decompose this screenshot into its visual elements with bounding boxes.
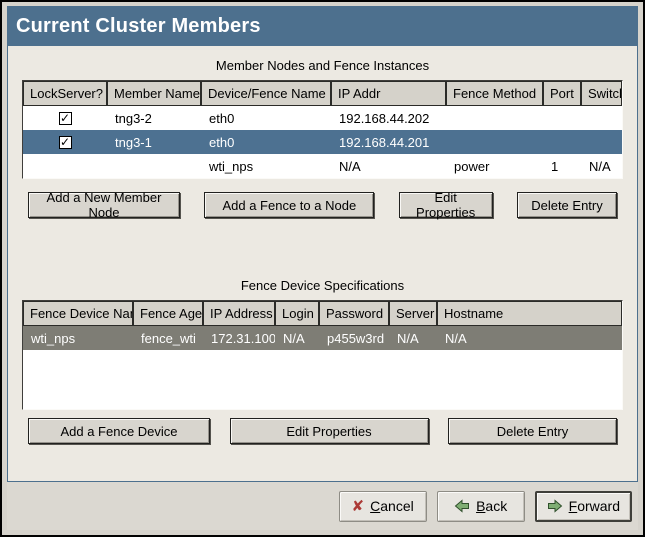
cell-password: p455w3rd	[327, 330, 385, 346]
fence-table-caption: Fence Device Specifications	[240, 278, 405, 293]
cell-hostname: N/A	[445, 330, 467, 346]
cell-fence-agent: fence_wti	[141, 330, 196, 346]
column-header-device-fence-name[interactable]: Device/Fence Name	[201, 81, 331, 106]
cell-ip-addr: 192.168.44.201	[339, 134, 430, 150]
add-fence-device-button[interactable]: Add a Fence Device	[28, 418, 210, 444]
members-table-caption: Member Nodes and Fence Instances	[215, 58, 430, 73]
fence-buttons-row: Add a Fence Device Edit Properties Delet…	[22, 418, 623, 444]
dialog-button-bar: ✘ Cancel Back Forward	[7, 482, 638, 530]
cell-fence-method: power	[454, 158, 490, 174]
forward-button[interactable]: Forward	[534, 490, 632, 522]
column-header-port[interactable]: Port	[543, 81, 581, 106]
add-member-node-button[interactable]: Add a New Member Node	[28, 190, 180, 220]
lockserver-checkbox[interactable]: ✓	[58, 111, 72, 125]
column-header-ip-address[interactable]: IP Address	[203, 301, 275, 326]
column-header-ip-addr[interactable]: IP Addr	[331, 81, 446, 106]
cell-login: N/A	[283, 330, 305, 346]
delete-entry-button[interactable]: Delete Entry	[448, 418, 617, 444]
content-panel: Member Nodes and Fence Instances LockSer…	[7, 46, 638, 482]
cell-ip-addr: N/A	[339, 158, 361, 174]
column-header-fence-device-name[interactable]: Fence Device Name	[23, 301, 133, 326]
column-header-fence-agent[interactable]: Fence Agent	[133, 301, 203, 326]
cell-device-fence-name: wti_nps	[209, 158, 254, 174]
cell-device-fence-name: eth0	[209, 110, 235, 126]
column-header-member-name[interactable]: Member Name	[107, 81, 201, 106]
cell-fence-device-name: wti_nps	[31, 330, 76, 346]
column-header-lockserver[interactable]: LockServer?	[23, 81, 107, 106]
forward-arrow-icon	[547, 499, 562, 513]
cell-device-fence-name: eth0	[209, 134, 235, 150]
edit-properties-button[interactable]: Edit Properties	[229, 418, 429, 444]
page-title: Current Cluster Members	[16, 14, 261, 37]
fence-devices-table-header: Fence Device Name Fence Agent IP Address…	[23, 301, 622, 326]
add-fence-to-node-button[interactable]: Add a Fence to a Node	[204, 192, 375, 218]
section-spacer	[22, 218, 623, 278]
member-nodes-table: LockServer? Member Name Device/Fence Nam…	[22, 80, 623, 179]
column-header-server[interactable]: Server	[389, 301, 437, 326]
forward-button-label: Forward	[568, 498, 620, 514]
cell-server: N/A	[397, 330, 419, 346]
column-header-hostname[interactable]: Hostname	[437, 301, 622, 326]
cell-member-name: tng3-1	[115, 134, 152, 150]
table-row-tng3-2[interactable]: ✓ tng3-2 eth0 192.168.44.202	[23, 106, 622, 130]
column-header-fence-method[interactable]: Fence Method	[446, 81, 543, 106]
member-nodes-table-header: LockServer? Member Name Device/Fence Nam…	[23, 81, 622, 106]
titlebar: Current Cluster Members	[7, 6, 638, 46]
table-row-wti-nps-device-selected[interactable]: wti_nps fence_wti 172.31.100.1 N/A p455w…	[23, 326, 622, 350]
cancel-x-icon: ✘	[351, 497, 365, 515]
column-header-login[interactable]: Login	[275, 301, 319, 326]
cancel-button-label: Cancel	[370, 498, 414, 514]
edit-properties-button[interactable]: Edit Properties	[398, 190, 493, 220]
cell-port: 1	[551, 158, 559, 174]
cell-switch: N/A	[589, 158, 611, 174]
fence-devices-table: Fence Device Name Fence Agent IP Address…	[22, 300, 623, 410]
member-buttons-row: Add a New Member Node Add a Fence to a N…	[22, 190, 623, 220]
cell-ip-addr: 192.168.44.202	[339, 110, 430, 126]
column-header-switch[interactable]: Switch	[581, 81, 622, 106]
column-header-password[interactable]: Password	[319, 301, 389, 326]
table-row-wti-nps-instance[interactable]: wti_nps N/A power 1 N/A	[23, 154, 622, 178]
cell-member-name: tng3-2	[115, 110, 152, 126]
cell-ip-address: 172.31.100.1	[211, 330, 275, 346]
delete-entry-button[interactable]: Delete Entry	[516, 192, 617, 218]
lockserver-checkbox[interactable]: ✓	[58, 135, 72, 149]
cancel-button[interactable]: ✘ Cancel	[338, 490, 427, 522]
table-row-tng3-1-selected[interactable]: ✓ tng3-1 eth0 192.168.44.201	[23, 130, 622, 154]
back-button-label: Back	[476, 498, 508, 514]
back-arrow-icon	[454, 499, 470, 513]
fence-devices-table-body: wti_nps fence_wti 172.31.100.1 N/A p455w…	[23, 326, 622, 409]
back-button[interactable]: Back	[436, 490, 525, 522]
